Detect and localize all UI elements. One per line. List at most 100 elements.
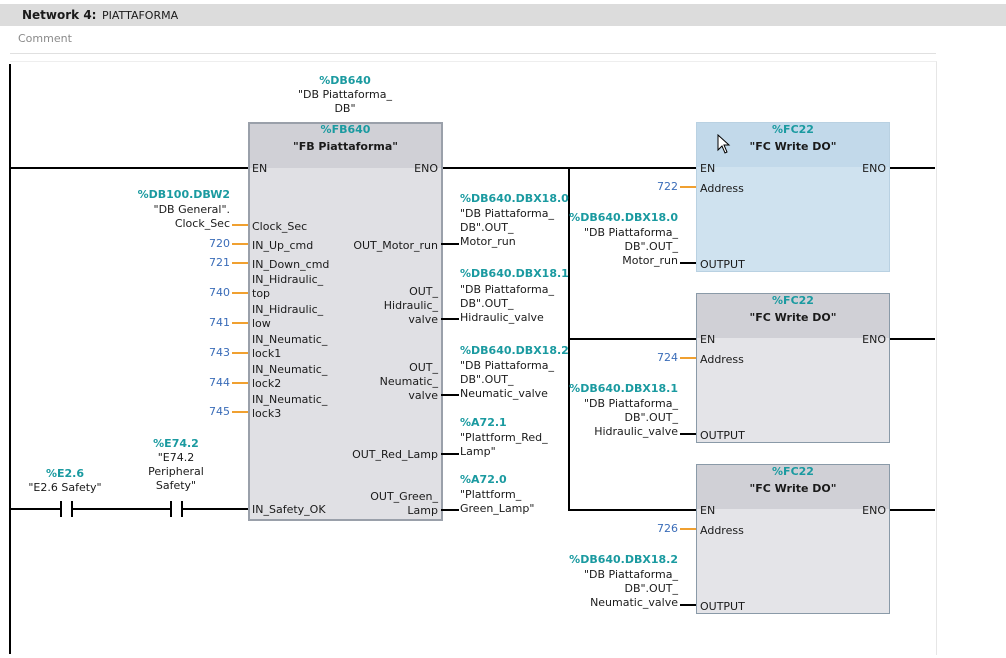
in-down-cmd-value[interactable]: 721 [209,256,230,269]
contact-e74-2-right[interactable] [181,501,183,517]
contact-e2-6-right[interactable] [71,501,73,517]
in-neumatic-lock1-value[interactable]: 743 [209,346,230,359]
fc2-en-pin[interactable]: EN [700,333,716,346]
fc2-address-label[interactable]: Address [700,353,744,366]
out-hidraulic-valve-name-2[interactable]: DB".OUT_ [460,297,514,310]
contact-e74-2-name-1[interactable]: "E74.2 [157,451,195,464]
in-neumatic-lock3-label-1[interactable]: IN_Neumatic_ [252,393,328,406]
out-neumatic-valve-name-1[interactable]: "DB Piattaforma_ [460,359,555,372]
in-neumatic-lock2-label-1[interactable]: IN_Neumatic_ [252,363,328,376]
out-neumatic-valve-label-1[interactable]: OUT_ [409,361,438,374]
out-red-lamp-name-1[interactable]: "Plattform_Red_ [460,431,548,444]
fc-write-do-block-1[interactable] [696,122,890,272]
out-neumatic-valve-name-2[interactable]: DB".OUT_ [460,373,514,386]
contact-e74-2-name-2[interactable]: Peripheral [148,465,204,478]
fc2-eno-pin[interactable]: ENO [862,333,886,346]
fb-instance-address[interactable]: %DB640 [319,74,371,87]
fc1-output-address[interactable]: %DB640.DBX18.0 [569,211,678,224]
out-hidraulic-valve-label-3[interactable]: valve [408,313,438,326]
out-green-lamp-name-1[interactable]: "Plattform_ [460,488,522,501]
fc3-address-label[interactable]: Address [700,524,744,537]
in-hidraulic-low-label-2[interactable]: low [252,317,271,330]
contact-e74-2-name-3[interactable]: Safety" [155,479,197,492]
out-green-lamp-label-1[interactable]: OUT_Green_ [370,490,438,503]
fc2-address-value[interactable]: 724 [657,351,678,364]
fc3-output-name-3[interactable]: Neumatic_valve [590,596,678,609]
out-red-lamp-label[interactable]: OUT_Red_Lamp [352,448,438,461]
clock-sec-name-2[interactable]: Clock_Sec [174,217,230,230]
ladder-canvas[interactable] [10,61,937,655]
out-red-lamp-name-2[interactable]: Lamp" [460,445,496,458]
fc3-output-label[interactable]: OUTPUT [700,600,745,613]
out-green-lamp-name-2[interactable]: Green_Lamp" [460,502,535,515]
fc2-output-name-2[interactable]: DB".OUT_ [624,411,678,424]
out-motor-run-name-3[interactable]: Motor_run [460,235,516,248]
fc2-output-address[interactable]: %DB640.DBX18.1 [569,382,678,395]
out-hidraulic-valve-address[interactable]: %DB640.DBX18.1 [460,267,569,280]
fc1-address-label[interactable]: Address [700,182,744,195]
out-motor-run-name-2[interactable]: DB".OUT_ [460,221,514,234]
in-neumatic-lock3-label-2[interactable]: lock3 [252,407,282,420]
contact-e74-2-address[interactable]: %E74.2 [153,437,199,450]
fc1-en-pin[interactable]: EN [700,162,716,175]
in-hidraulic-low-value[interactable]: 741 [209,316,230,329]
fc1-output-name-1[interactable]: "DB Piattaforma_ [583,226,678,239]
in-up-cmd-value[interactable]: 720 [209,237,230,250]
out-motor-run-name-1[interactable]: "DB Piattaforma_ [460,207,555,220]
in-neumatic-lock1-label-1[interactable]: IN_Neumatic_ [252,333,328,346]
network-comment[interactable]: Comment [18,32,72,45]
out-green-lamp-address[interactable]: %A72.0 [460,473,507,486]
fc3-output-address[interactable]: %DB640.DBX18.2 [569,553,678,566]
in-hidraulic-top-value[interactable]: 740 [209,286,230,299]
fc-write-do-block-3[interactable] [696,464,890,614]
out-neumatic-valve-label-2[interactable]: Neumatic_ [379,375,438,388]
in-neumatic-lock2-value[interactable]: 744 [209,376,230,389]
network-name[interactable]: PIATTAFORMA [102,9,179,22]
in-neumatic-lock1-label-2[interactable]: lock1 [252,347,282,360]
fb-eno-pin[interactable]: ENO [414,162,438,175]
fb-instance-name-1[interactable]: "DB Piattaforma_ [297,88,392,101]
out-neumatic-valve-address[interactable]: %DB640.DBX18.2 [460,344,569,357]
out-hidraulic-valve-label-2[interactable]: Hidraulic_ [383,299,438,312]
fc2-output-label[interactable]: OUTPUT [700,429,745,442]
fc3-en-pin[interactable]: EN [700,504,716,517]
out-motor-run-label[interactable]: OUT_Motor_run [353,239,438,252]
clock-sec-address[interactable]: %DB100.DBW2 [137,188,230,201]
out-motor-run-address[interactable]: %DB640.DBX18.0 [460,192,569,205]
out-neumatic-valve-label-3[interactable]: valve [408,389,438,402]
fc1-eno-pin[interactable]: ENO [862,162,886,175]
out-hidraulic-valve-label-1[interactable]: OUT_ [409,285,438,298]
network-header[interactable] [0,4,1006,26]
contact-e2-6-address[interactable]: %E2.6 [45,467,85,480]
out-green-lamp-label-2[interactable]: Lamp [407,504,438,517]
fc-write-do-block-2[interactable] [696,293,890,443]
out-red-lamp-address[interactable]: %A72.1 [460,416,507,429]
fb-instance-name-2[interactable]: DB" [334,102,356,115]
in-hidraulic-top-label-2[interactable]: top [252,287,271,300]
out-hidraulic-valve-name-1[interactable]: "DB Piattaforma_ [460,283,555,296]
fc3-output-name-1[interactable]: "DB Piattaforma_ [583,568,678,581]
in-down-cmd-label[interactable]: IN_Down_cmd [252,258,330,271]
out-neumatic-valve-name-3[interactable]: Neumatic_valve [460,387,548,400]
fc3-output-name-2[interactable]: DB".OUT_ [624,582,678,595]
fc1-output-name-2[interactable]: DB".OUT_ [624,240,678,253]
fb-en-pin[interactable]: EN [252,162,268,175]
fc2-output-name-1[interactable]: "DB Piattaforma_ [583,397,678,410]
in-clock-sec-label[interactable]: Clock_Sec [252,220,308,233]
clock-sec-name-1[interactable]: "DB General". [153,203,230,216]
contact-e74-2-left[interactable] [170,501,172,517]
in-safety-ok-label[interactable]: IN_Safety_OK [252,503,326,516]
in-neumatic-lock2-label-2[interactable]: lock2 [252,377,282,390]
fc3-address-value[interactable]: 726 [657,522,678,535]
fc1-address-value[interactable]: 722 [657,180,678,193]
in-up-cmd-label[interactable]: IN_Up_cmd [252,239,314,252]
fc1-output-label[interactable]: OUTPUT [700,258,745,271]
in-hidraulic-top-label-1[interactable]: IN_Hidraulic_ [252,273,324,286]
contact-e2-6-name[interactable]: "E2.6 Safety" [28,481,102,494]
fc3-eno-pin[interactable]: ENO [862,504,886,517]
fb-piattaforma-block[interactable] [248,122,443,521]
in-hidraulic-low-label-1[interactable]: IN_Hidraulic_ [252,303,324,316]
in-neumatic-lock3-value[interactable]: 745 [209,405,230,418]
out-hidraulic-valve-name-3[interactable]: Hidraulic_valve [460,311,544,324]
fc2-output-name-3[interactable]: Hidraulic_valve [594,425,678,438]
